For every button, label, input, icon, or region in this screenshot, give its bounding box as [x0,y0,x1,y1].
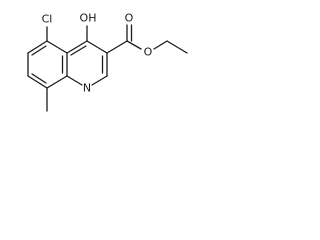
bond-carbonyl-c-ether-o [126,40,142,50]
atom-label-carbonyl-oxygen: O [125,12,134,25]
bond-c4a-c4 [66,40,88,54]
bond-c3-carbonyl-c [106,40,128,54]
atom-label-chlorine: Cl [42,13,53,26]
bond-ch2-ch3 [166,40,188,54]
benzene-ring [27,40,68,89]
bond-c2-n1 [91,75,108,86]
molecule-structure-diagram: Cl OH N O O [27,12,188,112]
bond-ether-o-ch2 [153,40,168,50]
atom-labels: Cl OH N O O [42,12,153,95]
bond-n1-c8a [66,75,83,86]
bond-c4-c3 [86,40,108,54]
double-bond-c4-c4a [70,45,87,56]
pyridine-ring [66,40,108,86]
atom-label-ring-nitrogen: N [83,82,91,95]
double-bond-c5-c6 [31,45,47,56]
double-bond-c7-c8 [31,73,47,84]
bond-c8-c8a [46,75,68,89]
atom-label-hydroxyl: OH [80,12,97,25]
bond-c5-c6 [27,40,48,54]
bond-c4a-c5 [46,40,68,54]
atom-label-ether-oxygen: O [144,46,153,59]
bond-c7-c8 [27,75,48,89]
substituents [46,24,188,112]
